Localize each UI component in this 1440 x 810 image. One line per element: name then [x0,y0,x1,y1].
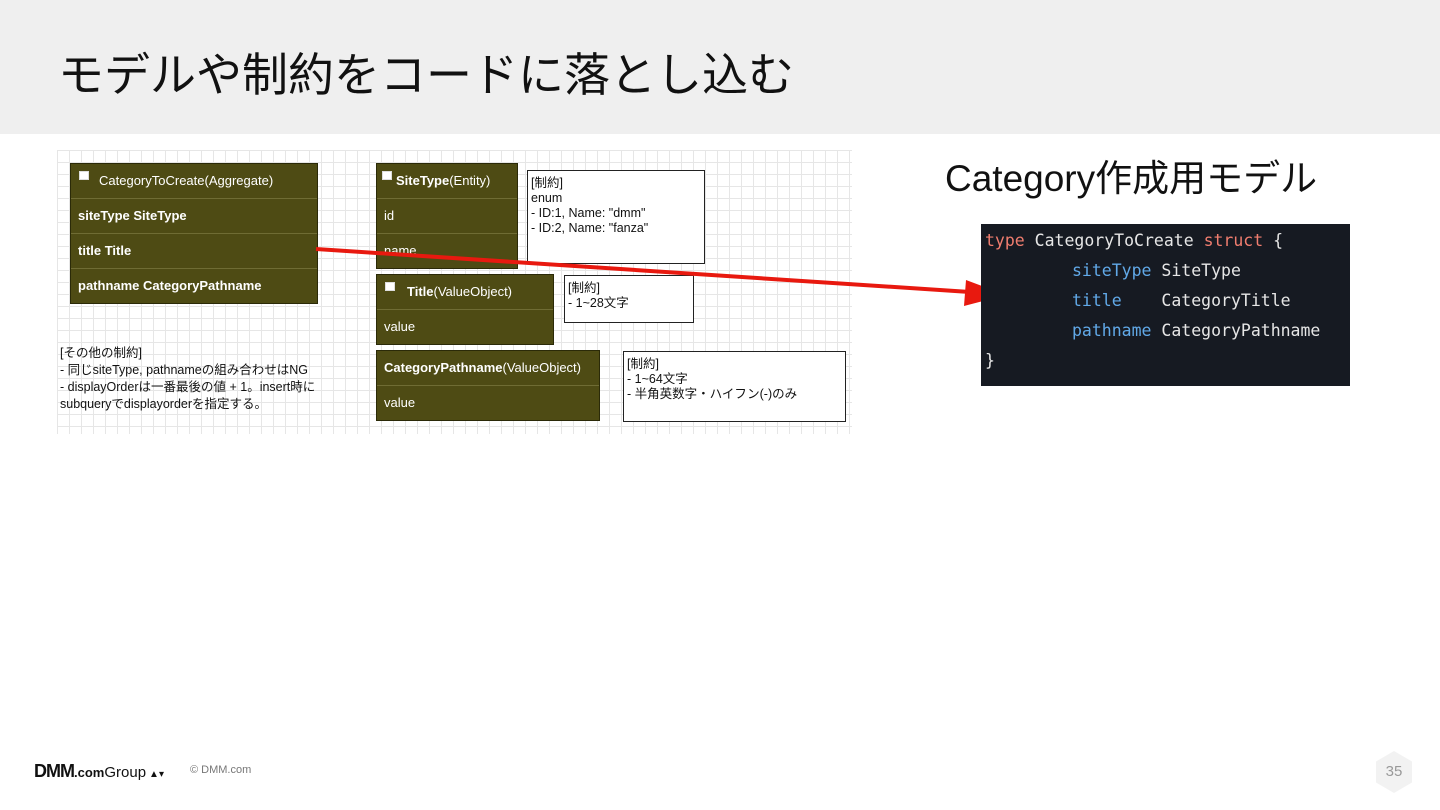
sitetype-class-box: SiteType(Entity) id name [376,163,518,269]
code-line: } [981,346,1350,376]
logo-group-text: Group [104,764,147,781]
sitetype-field: id [377,198,517,233]
note-line: - ID:1, Name: "dmm" [531,206,646,220]
collapse-icon [385,282,395,291]
sitetype-constraint-note: [制約] enum - ID:1, Name: "dmm" - ID:2, Na… [527,170,705,264]
aggregate-field: pathname CategoryPathname [71,268,317,303]
logo-com-text: .com [74,765,105,780]
code-line: siteType SiteType [981,256,1350,286]
uml-diagram: CategoryToCreate(Aggregate) siteType Sit… [57,150,852,434]
note-line: - 1~28文字 [568,296,629,310]
code-brace: } [985,351,995,370]
aggregate-class-name: CategoryToCreate(Aggregate) [99,173,274,188]
code-field-name: siteType [1072,261,1152,280]
code-keyword: struct [1203,231,1264,250]
title-class-stereotype: (ValueObject) [433,284,513,299]
note-line: [制約] [627,357,659,371]
code-keyword: type [985,231,1025,250]
title-field: value [377,309,553,344]
title-class-header: Title(ValueObject) [377,275,553,309]
code-line: title CategoryTitle [981,286,1350,316]
page-number-badge: 35 [1375,750,1413,794]
logo-mark-icon: ▲▾ [149,769,164,780]
slide-header: モデルや制約をコードに落とし込む [0,0,1440,134]
code-brace: { [1263,231,1284,250]
code-field-name: pathname [1072,321,1152,340]
note-line: - 1~64文字 [627,372,688,386]
code-field-type: CategoryPathname [1161,321,1321,340]
pathname-constraint-note: [制約] - 1~64文字 - 半角英数字・ハイフン(-)のみ [623,351,846,422]
aggregate-field: title Title [71,233,317,268]
sitetype-class-header: SiteType(Entity) [377,164,517,198]
collapse-icon [79,171,89,180]
aggregate-field: siteType SiteType [71,198,317,233]
pathname-class-header: CategoryPathname(ValueObject) [377,351,599,385]
code-field-type: SiteType [1161,261,1241,280]
title-class-box: Title(ValueObject) value [376,274,554,345]
copyright-text: © DMM.com [190,764,252,776]
page-number: 35 [1385,763,1403,780]
note-line: - ID:2, Name: "fanza" [531,221,649,235]
sitetype-field: name [377,233,517,268]
hexagon-icon [1376,751,1412,793]
title-class-name: Title [407,284,434,299]
note-line: [制約] [531,176,563,190]
note-line: enum [531,191,563,205]
logo-dmm-text: DMM [34,761,75,781]
code-struct-name: CategoryToCreate [1024,231,1204,250]
aggregate-class-header: CategoryToCreate(Aggregate) [71,164,317,198]
constraint-line: [その他の制約] [60,346,142,360]
constraint-line: - displayOrderは一番最後の値 + 1。insert時に [60,380,316,394]
dmm-group-logo: DMM.comGroup▲▾ [34,761,164,781]
code-field-type: CategoryTitle [1161,291,1291,310]
sitetype-class-stereotype: (Entity) [449,173,491,188]
constraint-line: subqueryでdisplayorderを指定する。 [60,397,268,411]
pathname-class-box: CategoryPathname(ValueObject) value [376,350,600,421]
pathname-class-name: CategoryPathname [384,360,503,375]
note-line: - 半角英数字・ハイフン(-)のみ [627,387,798,401]
constraint-line: - 同じsiteType, pathnameの組み合わせはNG [60,363,308,377]
title-constraint-note: [制約] - 1~28文字 [564,275,694,323]
code-line: pathname CategoryPathname [981,316,1350,346]
sitetype-class-name: SiteType [396,173,450,188]
other-constraints-text: [その他の制約] - 同じsiteType, pathnameの組み合わせはNG… [60,345,315,413]
slide-title: モデルや制約をコードに落とし込む [58,49,794,101]
code-field-name: title [1072,291,1122,310]
pathname-field: value [377,385,599,420]
note-line: [制約] [568,281,600,295]
aggregate-class-box: CategoryToCreate(Aggregate) siteType Sit… [70,163,318,304]
collapse-icon [382,171,392,180]
pathname-class-stereotype: (ValueObject) [502,360,581,375]
code-line: type CategoryToCreate struct { [981,226,1350,256]
code-snippet: type CategoryToCreate struct { siteType … [981,224,1350,386]
code-caption: Category作成用モデル [945,158,1318,199]
